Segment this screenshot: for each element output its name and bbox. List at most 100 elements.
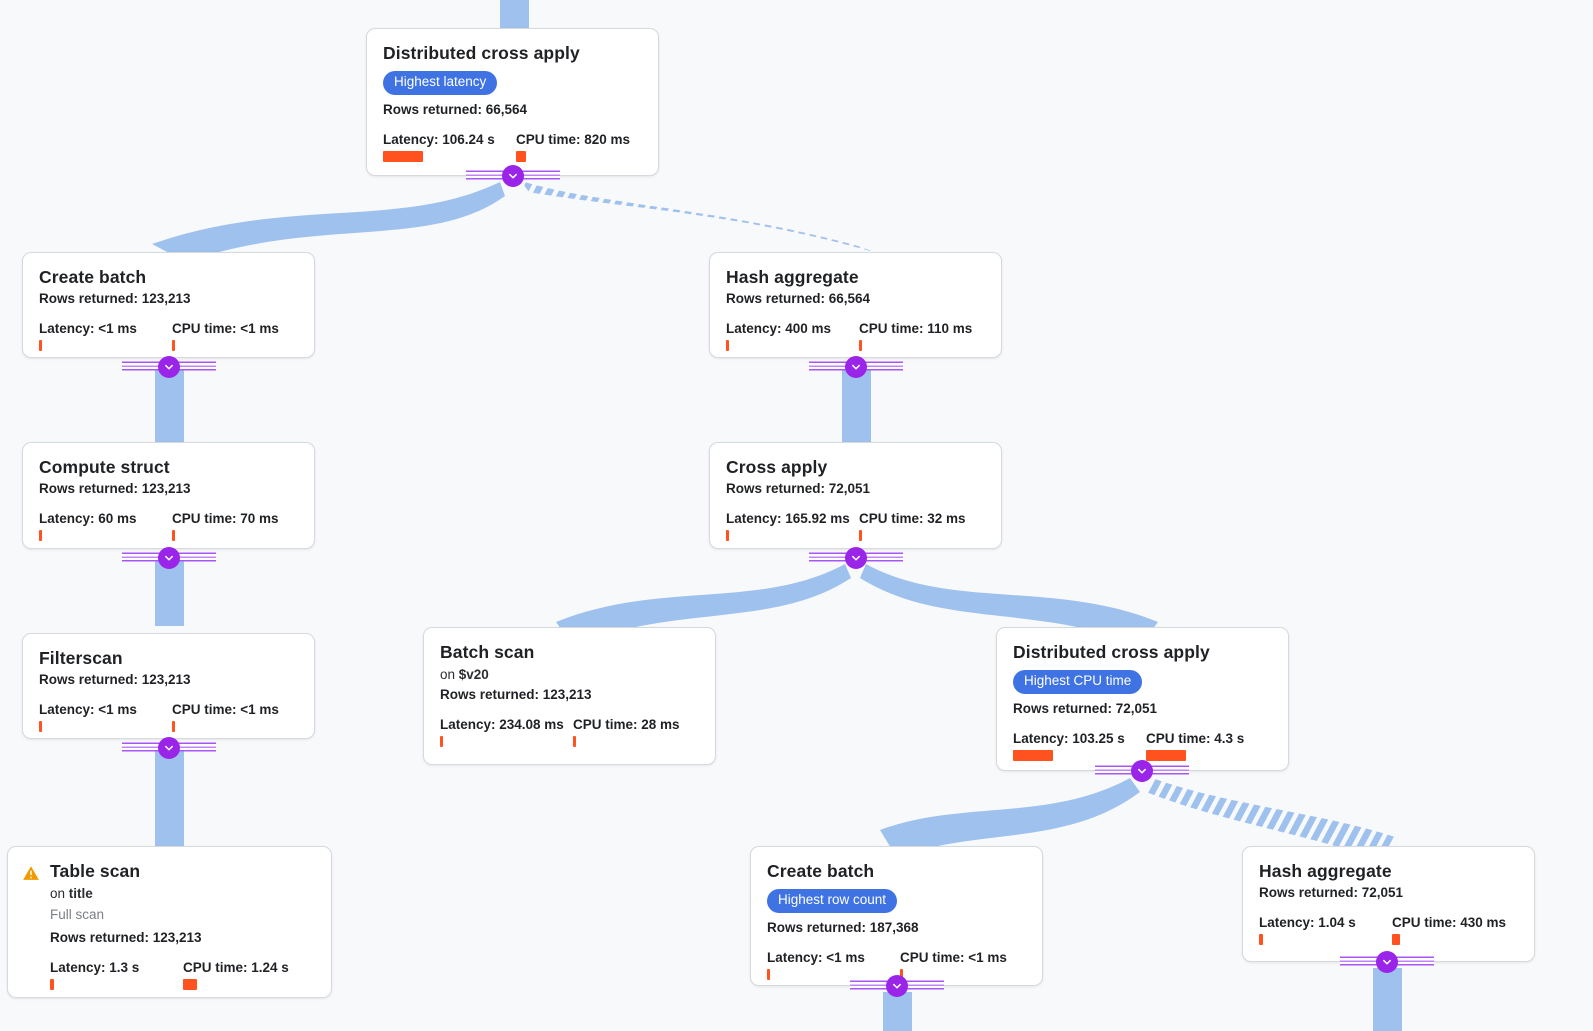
metric-latency: Latency: 1.3 s (50, 960, 183, 990)
plan-node-compute-struct[interactable]: Compute struct Rows returned: 123,213 La… (22, 442, 315, 549)
node-title: Compute struct (39, 457, 170, 477)
chevron-down-icon[interactable] (1376, 951, 1398, 973)
metric-latency-label: Latency: 106.24 s (383, 131, 495, 147)
node-header: Cross apply Rows returned: 72,051 Latenc… (726, 457, 985, 541)
metric-latency-label: Latency: <1 ms (39, 320, 137, 336)
plan-node-hash-aggregate-lower[interactable]: Hash aggregate Rows returned: 72,051 Lat… (1242, 846, 1535, 962)
metric-latency-bar (383, 150, 423, 162)
metric-cpu: CPU time: 820 ms (516, 132, 642, 162)
chevron-down-icon[interactable] (158, 547, 180, 569)
node-header: Compute struct Rows returned: 123,213 La… (39, 457, 298, 541)
plan-node-cross-apply[interactable]: Cross apply Rows returned: 72,051 Latenc… (709, 442, 1002, 549)
node-header: Create batch Rows returned: 123,213 Late… (39, 267, 298, 351)
scan-target-name: title (68, 885, 93, 901)
metric-cpu: CPU time: 32 ms (859, 511, 985, 541)
metric-cpu-bar (859, 339, 862, 351)
collapse-handle-hash-aggregate-upper[interactable] (809, 356, 903, 378)
collapse-handle-compute-struct[interactable] (122, 547, 216, 569)
collapse-handle-hash-aggregate-lower[interactable] (1340, 951, 1434, 973)
metric-cpu: CPU time: 28 ms (573, 717, 699, 747)
metric-cpu: CPU time: <1 ms (172, 702, 298, 732)
metric-latency-label: Latency: 234.08 ms (440, 716, 564, 732)
node-metrics: Latency: 1.3 s CPU time: 1.24 s (50, 960, 315, 990)
node-scan-target: on $v20 (440, 666, 699, 685)
plan-node-create-batch-left[interactable]: Create batch Rows returned: 123,213 Late… (22, 252, 315, 358)
status-badge-highest-row-count: Highest row count (767, 888, 898, 913)
plan-node-hash-aggregate-upper[interactable]: Hash aggregate Rows returned: 66,564 Lat… (709, 252, 1002, 358)
node-title: Filterscan (39, 648, 123, 668)
rows-returned: Rows returned: 72,051 (726, 480, 871, 496)
chevron-down-icon[interactable] (845, 547, 867, 569)
metric-cpu: CPU time: <1 ms (900, 950, 1026, 980)
plan-node-filterscan[interactable]: Filterscan Rows returned: 123,213 Latenc… (22, 633, 315, 739)
chevron-down-icon[interactable] (886, 975, 908, 997)
metric-latency: Latency: 106.24 s (383, 132, 516, 162)
metric-latency: Latency: <1 ms (39, 321, 172, 351)
chevron-down-icon[interactable] (158, 737, 180, 759)
node-header: Table scan on title Full scan Rows retur… (22, 861, 315, 990)
metric-latency-bar (50, 978, 54, 990)
node-title: Distributed cross apply (1013, 642, 1210, 662)
metric-cpu-label: CPU time: 820 ms (516, 131, 631, 147)
metric-latency-bar (726, 529, 729, 541)
metric-latency-label: Latency: 1.04 s (1259, 914, 1356, 930)
plan-node-create-batch-bottom[interactable]: Create batch Highest row count Rows retu… (750, 846, 1043, 986)
metric-cpu-bar (1146, 749, 1186, 761)
rows-returned: Rows returned: 72,051 (1013, 700, 1158, 716)
edge-stub-top (500, 0, 529, 30)
metric-cpu-bar (859, 529, 862, 541)
edge-stub-bottom-left (883, 992, 912, 1031)
node-metrics: Latency: 165.92 ms CPU time: 32 ms (726, 511, 985, 541)
metric-latency-bar (440, 735, 443, 747)
metric-cpu: CPU time: 430 ms (1392, 915, 1518, 945)
status-badge-highest-cpu-time: Highest CPU time (1013, 669, 1143, 694)
metric-cpu-bar (1392, 933, 1400, 945)
node-title: Create batch (767, 861, 875, 881)
collapse-handle-create-batch-bottom[interactable] (850, 975, 944, 997)
metric-latency-bar (39, 339, 42, 351)
plan-node-distributed-cross-apply-lower[interactable]: Distributed cross apply Highest CPU time… (996, 627, 1289, 771)
node-scan-target: on title (50, 885, 315, 904)
metric-cpu-label: CPU time: 28 ms (573, 716, 680, 732)
metric-cpu-label: CPU time: 32 ms (859, 510, 966, 526)
plan-node-batch-scan[interactable]: Batch scan on $v20 Rows returned: 123,21… (423, 627, 716, 765)
rows-returned: Rows returned: 66,564 (726, 290, 871, 306)
rows-returned: Rows returned: 123,213 (39, 290, 191, 306)
metric-latency-label: Latency: 165.92 ms (726, 510, 850, 526)
node-title: Hash aggregate (726, 267, 859, 287)
rows-returned: Rows returned: 72,051 (1259, 884, 1404, 900)
plan-node-table-scan[interactable]: Table scan on title Full scan Rows retur… (7, 846, 332, 998)
collapse-handle-cross-apply[interactable] (809, 547, 903, 569)
collapse-handle-create-batch-left[interactable] (122, 356, 216, 378)
chevron-down-icon[interactable] (845, 356, 867, 378)
metric-latency: Latency: <1 ms (767, 950, 900, 980)
chevron-down-icon[interactable] (502, 165, 524, 187)
metric-cpu-label: CPU time: 70 ms (172, 510, 279, 526)
metric-latency-bar (726, 339, 729, 351)
chevron-down-icon[interactable] (1131, 760, 1153, 782)
collapse-handle-distributed-cross-apply-lower[interactable] (1095, 760, 1189, 782)
metric-cpu-bar (183, 978, 197, 990)
metric-cpu-label: CPU time: <1 ms (172, 701, 279, 717)
node-title: Distributed cross apply (383, 43, 580, 63)
node-metrics: Latency: 234.08 ms CPU time: 28 ms (440, 717, 699, 747)
node-title: Table scan (50, 861, 141, 881)
metric-latency: Latency: 400 ms (726, 321, 859, 351)
chevron-down-icon[interactable] (158, 356, 180, 378)
node-title: Cross apply (726, 457, 828, 477)
plan-node-distributed-cross-apply-root[interactable]: Distributed cross apply Highest latency … (366, 28, 659, 176)
collapse-handle-filterscan[interactable] (122, 737, 216, 759)
metric-latency-label: Latency: <1 ms (39, 701, 137, 717)
metric-cpu-bar (573, 735, 576, 747)
metric-cpu: CPU time: <1 ms (172, 321, 298, 351)
rows-returned: Rows returned: 187,368 (767, 919, 919, 935)
warning-icon (22, 864, 40, 882)
metric-cpu-bar (900, 968, 903, 980)
collapse-handle-distributed-cross-apply-root[interactable] (466, 165, 560, 187)
node-metrics: Latency: 400 ms CPU time: 110 ms (726, 321, 985, 351)
rows-returned: Rows returned: 123,213 (39, 671, 191, 687)
node-scan-type: Full scan (50, 906, 105, 922)
metric-cpu-label: CPU time: 4.3 s (1146, 730, 1245, 746)
metric-cpu: CPU time: 110 ms (859, 321, 985, 351)
